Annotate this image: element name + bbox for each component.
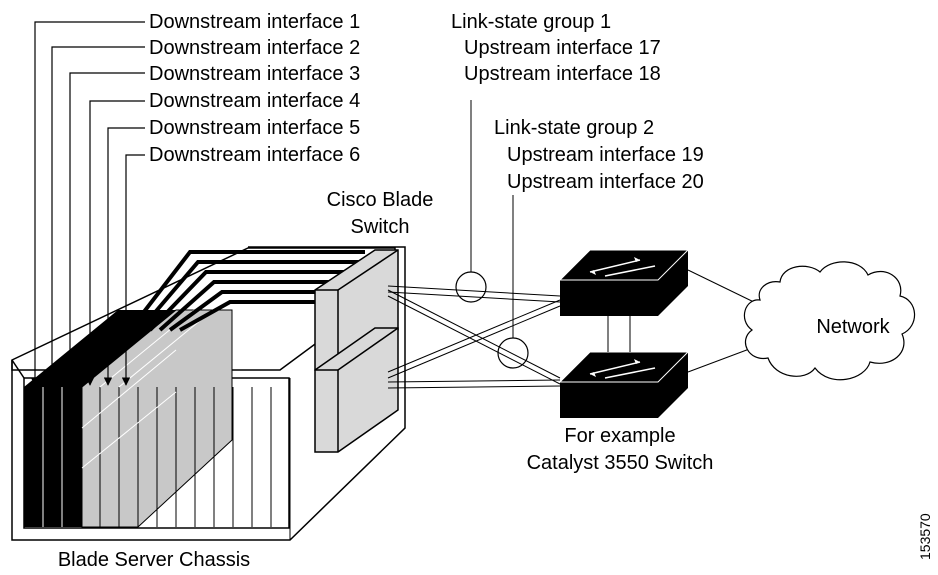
downstream-label-1: Downstream interface 1 [149,11,360,33]
network-label: Network [816,316,890,338]
catalyst-label-line1: For example [564,425,675,447]
group-1-port-17: Upstream interface 17 [464,37,661,59]
downstream-label-2: Downstream interface 2 [149,37,360,59]
blade-switch-label-line2: Switch [351,216,410,238]
downstream-arrows [30,21,145,386]
network-cloud-icon [743,261,916,381]
network-link-upper [687,269,761,306]
chassis-label: Blade Server Chassis [58,549,250,571]
downstream-label-5: Downstream interface 5 [149,117,360,139]
catalyst-switch-lower [558,351,690,418]
group-1-title: Link-state group 1 [451,11,611,33]
group-2-title: Link-state group 2 [494,117,654,139]
downstream-label-4: Downstream interface 4 [149,90,360,112]
group-1-port-18: Upstream interface 18 [464,63,661,85]
uplink-cables [387,285,561,389]
link-state-group-2-marker [497,337,529,369]
blade-switch-label-line1: Cisco Blade [327,189,434,211]
catalyst-label-line2: Catalyst 3550 Switch [527,452,714,474]
catalyst-switch-upper [558,249,690,316]
downstream-label-3: Downstream interface 3 [149,63,360,85]
downstream-label-6: Downstream interface 6 [149,144,360,166]
link-state-group-1-marker [455,271,487,303]
cisco-blade-switch [314,249,399,453]
figure-number: 153570 [917,513,933,560]
group-2-port-19: Upstream interface 19 [507,144,704,166]
blade-server-chassis [11,246,406,541]
group-2-port-20: Upstream interface 20 [507,171,704,193]
